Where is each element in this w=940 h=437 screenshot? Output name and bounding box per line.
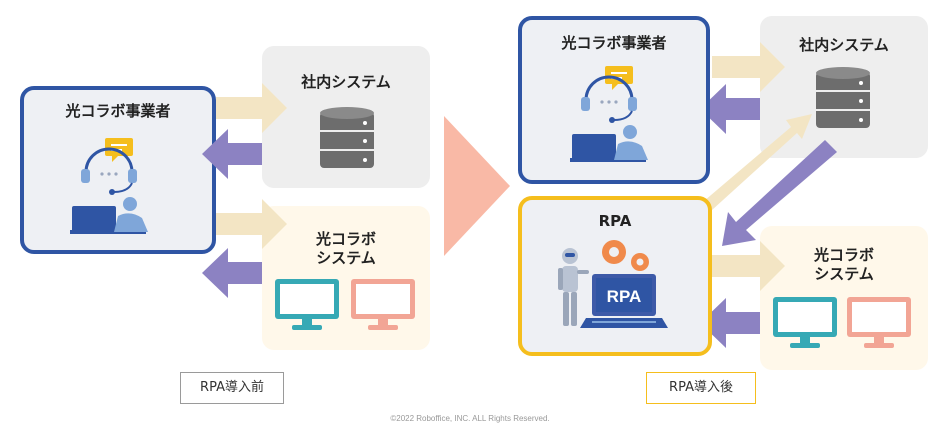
operator-headset-icon	[70, 138, 148, 234]
rpa-screen-text: RPA	[607, 287, 642, 306]
before-operator-label: 光コラボ事業者	[65, 102, 171, 120]
arrow-hikari-system-to-rpa	[700, 298, 760, 348]
operator-headset-icon	[570, 66, 648, 162]
copyright: ©2022 Roboffice, INC. ALL Rights Reserve…	[390, 414, 550, 423]
before-internal-system-label: 社内システム	[301, 73, 391, 91]
rpa-robot-icon: RPA	[558, 240, 668, 328]
after-caption: RPA導入後	[646, 372, 756, 404]
monitor-teal-icon	[275, 279, 339, 330]
arrow-from-internal-system	[700, 84, 760, 134]
after-hikari-system-label: 光コラボ システム	[813, 246, 874, 283]
rpa-label: RPA	[598, 212, 632, 230]
monitor-teal-icon	[773, 297, 837, 348]
arrow-to-hikari-system	[216, 199, 287, 249]
after-internal-system-label: 社内システム	[799, 36, 889, 54]
arrow-from-hikari-system	[202, 248, 262, 298]
arrow-rpa-to-hikari-system	[712, 241, 785, 291]
monitor-pink-icon	[847, 297, 911, 348]
arrow-to-internal-system	[216, 83, 287, 133]
arrow-internal-system-to-rpa	[722, 140, 837, 246]
before-operator-box	[20, 86, 216, 254]
arrow-to-internal-system	[712, 42, 785, 92]
arrow-from-internal-system	[202, 129, 262, 179]
big-transition-arrow	[444, 116, 510, 256]
database-icon	[816, 67, 870, 128]
before-hikari-system-label: 光コラボ システム	[315, 230, 376, 267]
database-icon	[320, 107, 374, 168]
arrow-rpa-to-internal-system	[704, 114, 812, 210]
before-caption: RPA導入前	[180, 372, 284, 404]
after-operator-label: 光コラボ事業者	[561, 34, 667, 52]
monitor-pink-icon	[351, 279, 415, 330]
before-hikari-system-panel	[262, 206, 430, 350]
